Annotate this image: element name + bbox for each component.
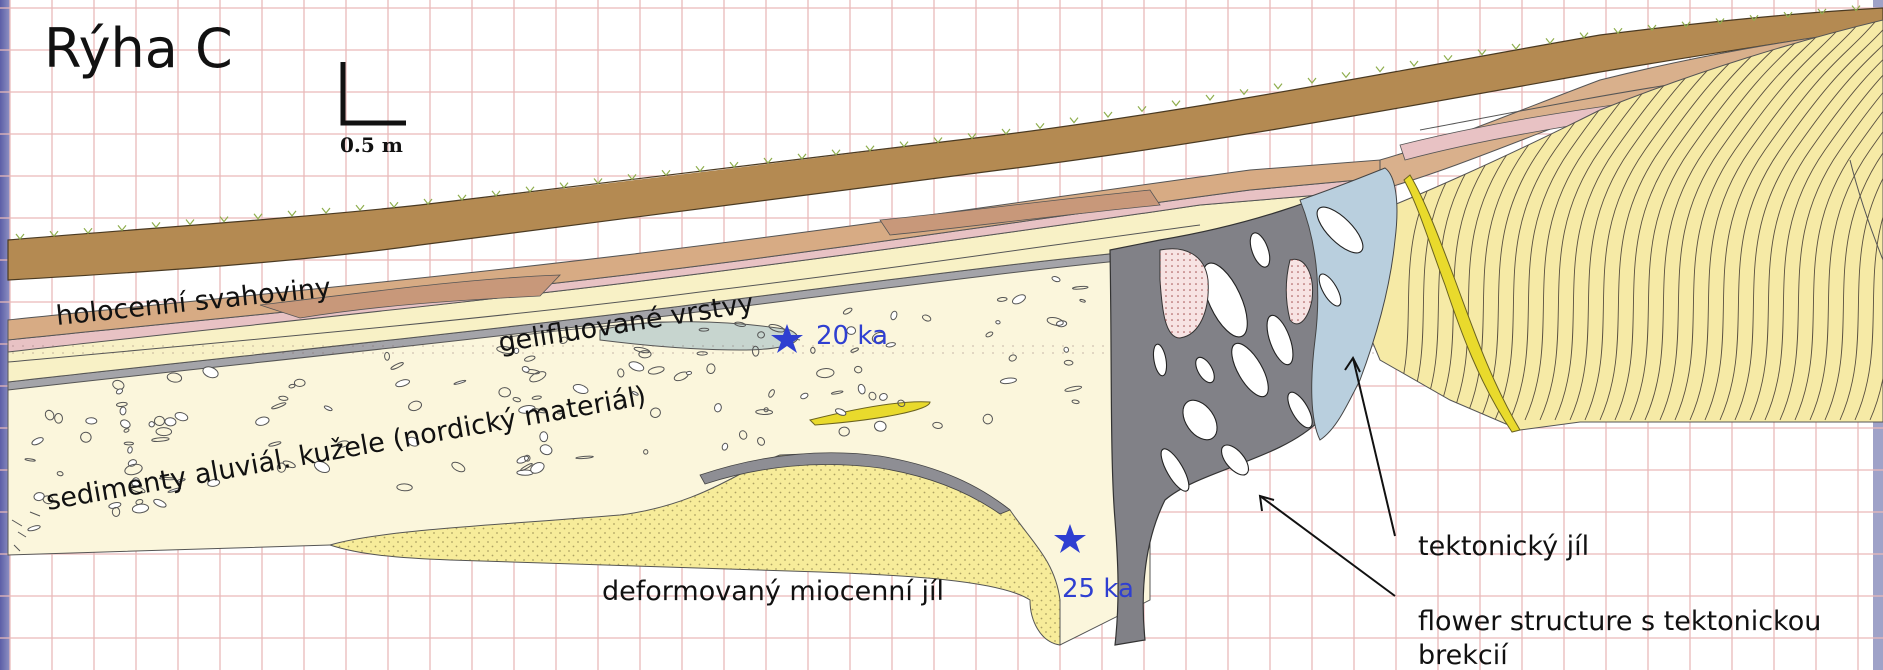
date-label-20ka: 20 ka [816,321,888,351]
arrow-flower-structure [1260,496,1395,596]
figure-title: Rýha C [44,17,233,80]
date-label-25ka: 25 ka [1062,574,1134,604]
label-flower-structure-2: brekcií [1418,640,1509,670]
label-tectonic-clay: tektonický jíl [1418,531,1589,562]
scale-bar-label: 0.5 m [340,133,403,157]
label-flower-structure-1: flower structure s tektonickou [1418,606,1821,637]
label-miocene-clay: deformovaný miocenní jíl [602,576,944,607]
arrow-tectonic-clay [1353,358,1395,536]
